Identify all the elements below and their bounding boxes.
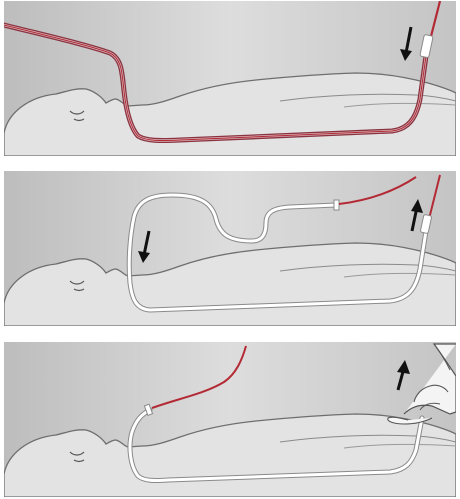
panel-2-illustration (4, 171, 456, 326)
panel-1-illustration (4, 1, 456, 156)
panel-3-illustration (4, 342, 456, 497)
diagram-panel-2 (4, 171, 456, 326)
diagram-panel-1 (4, 1, 456, 156)
diagram-panel-3 (4, 342, 456, 497)
